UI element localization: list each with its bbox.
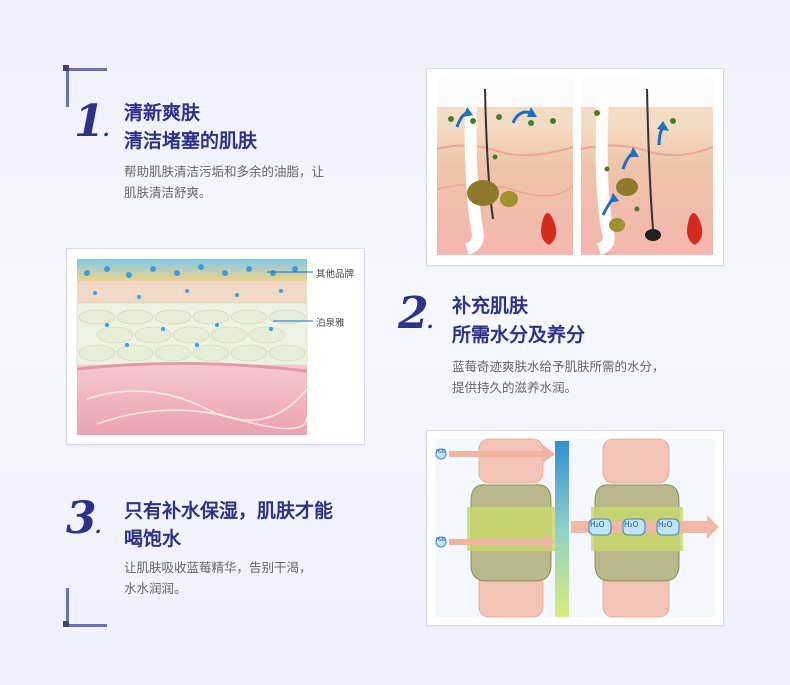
step-2-number: 2. xyxy=(398,288,434,339)
step-3-desc-line2: 水水润润。 xyxy=(124,581,187,596)
water-absorption-illustration: H₂O H₂O H₂O H₂O H₂O xyxy=(426,430,724,626)
step-1-desc-line1: 帮助肌肤清洁污垢和多余的油脂，让 xyxy=(124,164,325,179)
water-label-2: H₂O xyxy=(624,520,639,529)
small-water-label-2: H₂O xyxy=(436,537,446,543)
pore-cleansing-illustration xyxy=(426,68,724,266)
step-2-desc-line2: 提供持久的滋养水润。 xyxy=(452,380,578,395)
step-2-desc-line1: 蓝莓奇迹爽肤水给予肌肤所需的水分， xyxy=(452,359,665,374)
step-1-desc-line2: 肌肤清洁舒爽。 xyxy=(124,185,212,200)
step-1-title-line1: 清新爽肤 xyxy=(124,102,201,124)
water-label-3: H₂O xyxy=(658,520,673,529)
water-label-1: H₂O xyxy=(590,520,605,529)
step-1-number: 1. xyxy=(74,96,110,147)
skin-layer-comparison: 其他品牌 泊泉雅 xyxy=(66,248,365,445)
step-3-desc-line1: 让肌肤吸收蓝莓精华，告别干渴， xyxy=(124,560,312,575)
bottom-bracket-decoration xyxy=(66,588,107,627)
step-2-title-line2: 所需水分及养分 xyxy=(452,324,586,346)
top-bracket-decoration xyxy=(66,68,107,107)
bracket-corner-bottom xyxy=(63,621,69,627)
step-2-title-line1: 补充肌肤 xyxy=(452,295,529,317)
step-1-title-line2: 清洁堵塞的肌肤 xyxy=(124,130,258,152)
bracket-corner-top xyxy=(63,65,69,71)
label-other-brand: 其他品牌 xyxy=(316,269,355,280)
step-3-title-line2: 喝饱水 xyxy=(124,528,182,550)
step-3-number: 3. xyxy=(66,493,102,544)
step-3-title-line1: 只有补水保湿，肌肤才能 xyxy=(124,500,334,522)
small-water-label-1: H₂O xyxy=(436,449,446,455)
label-brand: 泊泉雅 xyxy=(316,318,345,329)
